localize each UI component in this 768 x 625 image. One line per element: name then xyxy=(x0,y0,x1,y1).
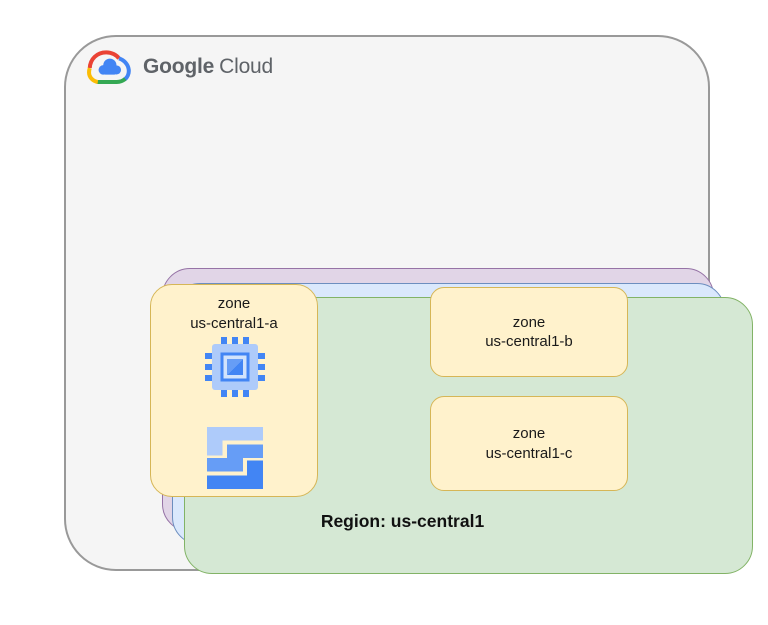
persistent-disk-icon xyxy=(207,427,263,489)
region-label: Region: us-central1 xyxy=(320,511,485,531)
logo-word-cloud: Cloud xyxy=(219,55,274,78)
zone-label: zone xyxy=(512,313,546,331)
logo-word-google: Google xyxy=(143,55,215,78)
zone-box-us-central1-b: zone us-central1-b xyxy=(430,287,628,377)
zone-label: zone xyxy=(217,295,251,312)
zone-label: us-central1-c xyxy=(485,444,573,462)
zone-label: zone xyxy=(512,425,546,442)
compute-engine-icon xyxy=(205,337,265,397)
zone-box-us-central1-c: zone us-central1-c xyxy=(430,396,628,491)
zone-box-us-central1-a: zone us-central1-a xyxy=(150,284,318,497)
google-cloud-cloud-icon xyxy=(87,50,131,84)
zone-label: us-central1-a xyxy=(190,314,278,332)
zone-label: us-central1-b xyxy=(485,333,573,350)
